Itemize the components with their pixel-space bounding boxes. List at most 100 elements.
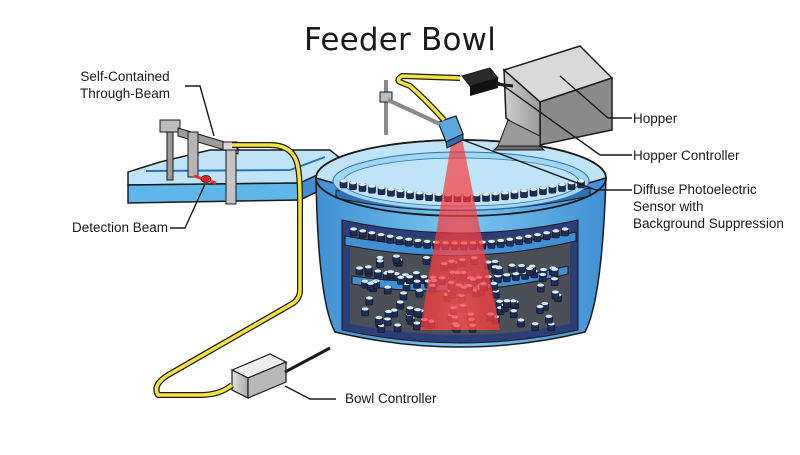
part: [392, 254, 401, 264]
part: [487, 239, 496, 249]
part: [525, 266, 534, 276]
sensing-beam: [420, 138, 500, 330]
part: [536, 283, 545, 293]
part: [509, 309, 518, 319]
label-hopper-controller: Hopper Controller: [633, 148, 740, 163]
part: [542, 231, 551, 241]
part: [395, 236, 404, 246]
through-beam-sensor: [159, 119, 239, 205]
part: [361, 307, 369, 317]
part: [339, 179, 348, 189]
part: [405, 275, 414, 285]
part: [529, 187, 538, 197]
part: [412, 270, 421, 280]
label-through-beam-line-2: Through-Beam: [80, 86, 171, 101]
part: [561, 227, 569, 237]
part: [547, 322, 556, 332]
part: [377, 232, 385, 242]
part: [520, 188, 528, 198]
part: [399, 291, 408, 301]
part: [501, 191, 509, 201]
part: [358, 182, 367, 192]
label-diffuse-sensor: Diffuse Photoelectric Sensor with Backgr…: [633, 181, 799, 232]
label-through-beam-line-1: Self-Contained: [80, 69, 170, 84]
part: [539, 186, 547, 196]
diagram-title: Feeder Bowl: [303, 22, 497, 58]
part: [390, 308, 399, 318]
part: [349, 227, 358, 237]
part: [533, 232, 542, 242]
feeder-bowl: [315, 139, 607, 348]
part: [545, 314, 553, 324]
part: [502, 273, 511, 283]
part: [366, 281, 375, 291]
label-diffuse-sensor-line-2: Sensor with: [633, 199, 704, 214]
label-through-beam: Self-Contained Through-Beam: [80, 68, 170, 102]
part: [425, 192, 433, 201]
part: [512, 272, 520, 281]
part: [383, 317, 392, 327]
part: [368, 231, 376, 241]
label-diffuse-sensor-line-1: Diffuse Photoelectric: [633, 182, 757, 197]
part: [415, 288, 424, 298]
part: [482, 192, 490, 202]
part: [508, 263, 516, 273]
part: [349, 181, 357, 191]
part: [491, 192, 500, 201]
part: [364, 265, 373, 275]
part: [355, 266, 364, 276]
part: [406, 306, 414, 316]
part: [374, 269, 382, 279]
part: [495, 299, 504, 309]
part: [550, 277, 559, 287]
part: [375, 316, 383, 325]
part: [550, 267, 559, 277]
part: [495, 266, 503, 276]
part: [494, 274, 502, 283]
part: [377, 186, 386, 196]
part: [536, 304, 544, 314]
part: [387, 187, 395, 197]
part: [414, 238, 422, 248]
part: [540, 301, 549, 311]
part: [415, 191, 424, 201]
part: [524, 234, 533, 244]
part: [365, 296, 374, 306]
part: [393, 323, 402, 333]
hopper-controller: [461, 67, 514, 96]
part: [558, 182, 566, 192]
part: [423, 239, 431, 249]
part: [422, 255, 431, 265]
leader-lines: [170, 75, 632, 400]
part: [552, 229, 560, 239]
label-bowl-controller: Bowl Controller: [345, 391, 437, 406]
diffuse-sensor: [379, 80, 464, 149]
part: [531, 322, 539, 332]
part: [510, 190, 519, 200]
part: [551, 290, 560, 300]
part: [361, 279, 369, 289]
part: [548, 184, 557, 194]
hopper: [492, 45, 614, 151]
label-hopper: Hopper: [633, 111, 678, 126]
part: [413, 279, 421, 289]
part: [515, 236, 523, 246]
part: [506, 237, 514, 247]
part: [376, 259, 384, 269]
part: [358, 229, 367, 239]
bowl-controller: [230, 346, 331, 399]
part: [396, 300, 405, 310]
yellow-cables: [153, 73, 461, 398]
part: [384, 309, 393, 319]
part: [434, 192, 443, 202]
part: [496, 238, 505, 248]
part: [406, 190, 414, 200]
label-detection-beam: Detection Beam: [72, 220, 169, 235]
part: [413, 321, 421, 331]
part: [368, 184, 376, 194]
part: [538, 272, 547, 282]
part: [383, 285, 392, 295]
part: [396, 188, 405, 198]
